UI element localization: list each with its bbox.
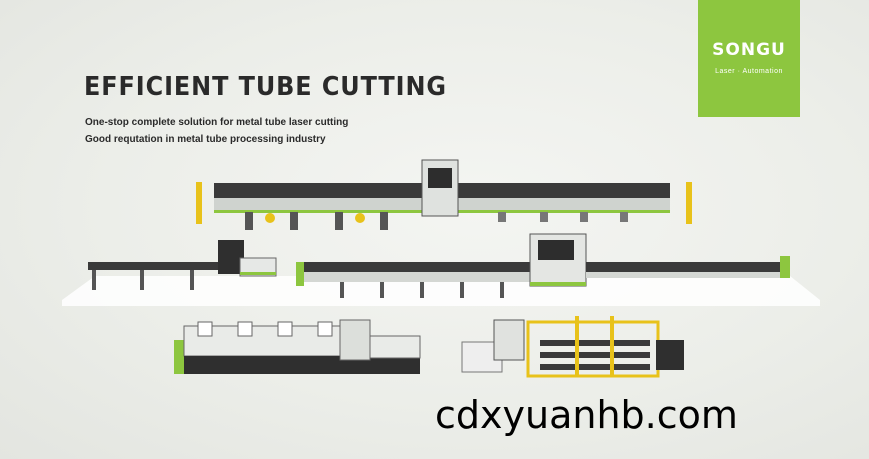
display-platform <box>62 276 820 306</box>
brand-logo[interactable]: SONGU Laser · Automation <box>698 0 800 117</box>
central-tube-cutting-line <box>296 233 790 298</box>
heavy-tube-cutter <box>174 319 421 374</box>
long-automatic-tube-line <box>196 159 692 230</box>
subtitle-line-1: One-stop complete solution for metal tub… <box>85 117 349 128</box>
compact-tube-cutter <box>88 240 277 290</box>
logo-tagline: Laser · Automation <box>715 68 783 75</box>
logo-text: SONGU <box>712 40 786 60</box>
tube-loading-system <box>461 316 684 378</box>
page-title: EFFICIENT TUBE CUTTING <box>84 72 447 102</box>
subtitle-line-2: Good requtation in metal tube processing… <box>85 134 326 145</box>
watermark-text: cdxyuanhb.com <box>435 393 738 437</box>
